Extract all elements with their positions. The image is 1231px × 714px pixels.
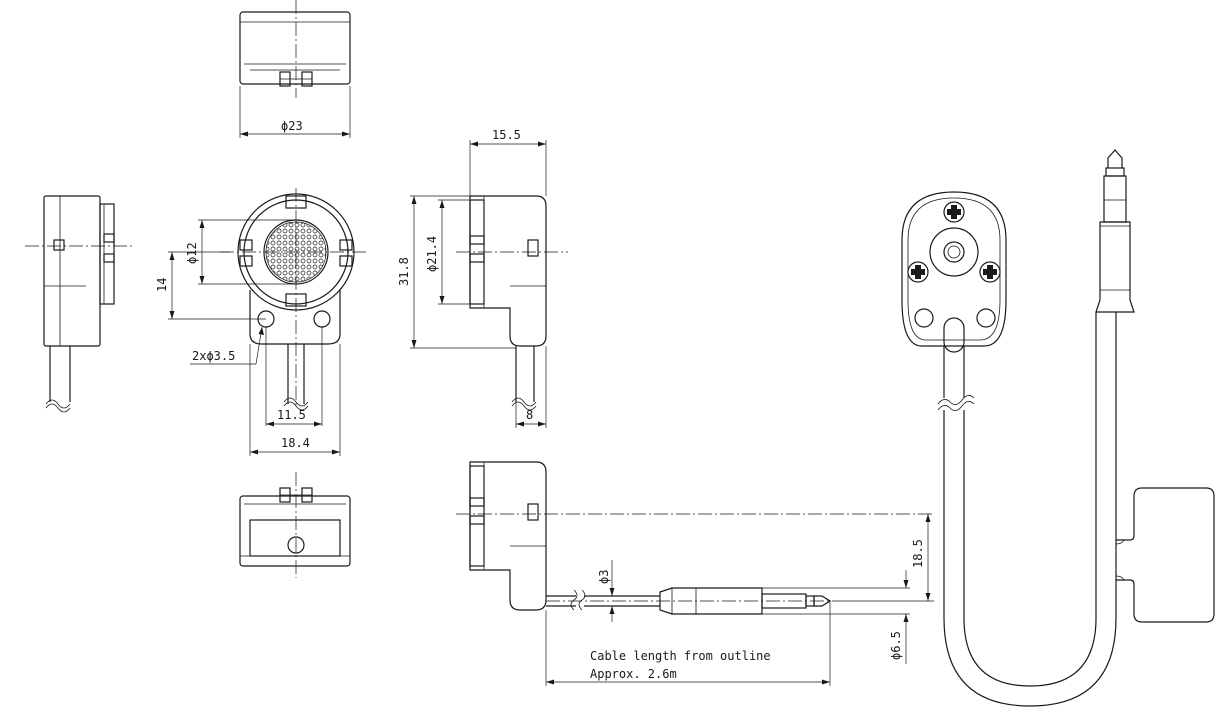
dim-phi23-label: ϕ23	[281, 119, 303, 133]
cable-side-view: ϕ3 18.5 ϕ6.5 Cable length from outline A…	[456, 461, 934, 686]
cable-length-note-line1: Cable length from outline	[590, 649, 771, 663]
dim-18-5-label: 18.5	[911, 539, 925, 568]
dim-phi12-label: ϕ12	[185, 242, 199, 264]
right-side-view: 15.5 31.8 ϕ21.4 8	[397, 128, 568, 428]
front-view: ϕ12 14 2xϕ3.5 11.5 18.4	[155, 188, 366, 456]
bottom-view	[239, 472, 351, 578]
dim-phi3-label: ϕ3	[597, 570, 611, 584]
screw-icon	[979, 261, 1001, 283]
assembly-view	[901, 149, 1215, 707]
dim-8-label: 8	[526, 408, 533, 422]
dim-11-5-label: 11.5	[277, 408, 306, 422]
top-view: ϕ23	[239, 0, 351, 138]
dim-18-4-label: 18.4	[281, 436, 310, 450]
cable-length-note-line2: Approx. 2.6m	[590, 667, 677, 681]
dim-14-label: 14	[155, 278, 169, 292]
left-side-view	[25, 195, 135, 413]
dim-31-8-label: 31.8	[397, 257, 411, 286]
dim-phi6-5-label: ϕ6.5	[889, 631, 903, 660]
dim-holes-label: 2xϕ3.5	[192, 349, 235, 363]
dim-phi21-4-label: ϕ21.4	[425, 236, 439, 272]
screw-icon	[943, 201, 965, 223]
screw-icon	[907, 261, 929, 283]
dim-15-5-label: 15.5	[492, 128, 521, 142]
